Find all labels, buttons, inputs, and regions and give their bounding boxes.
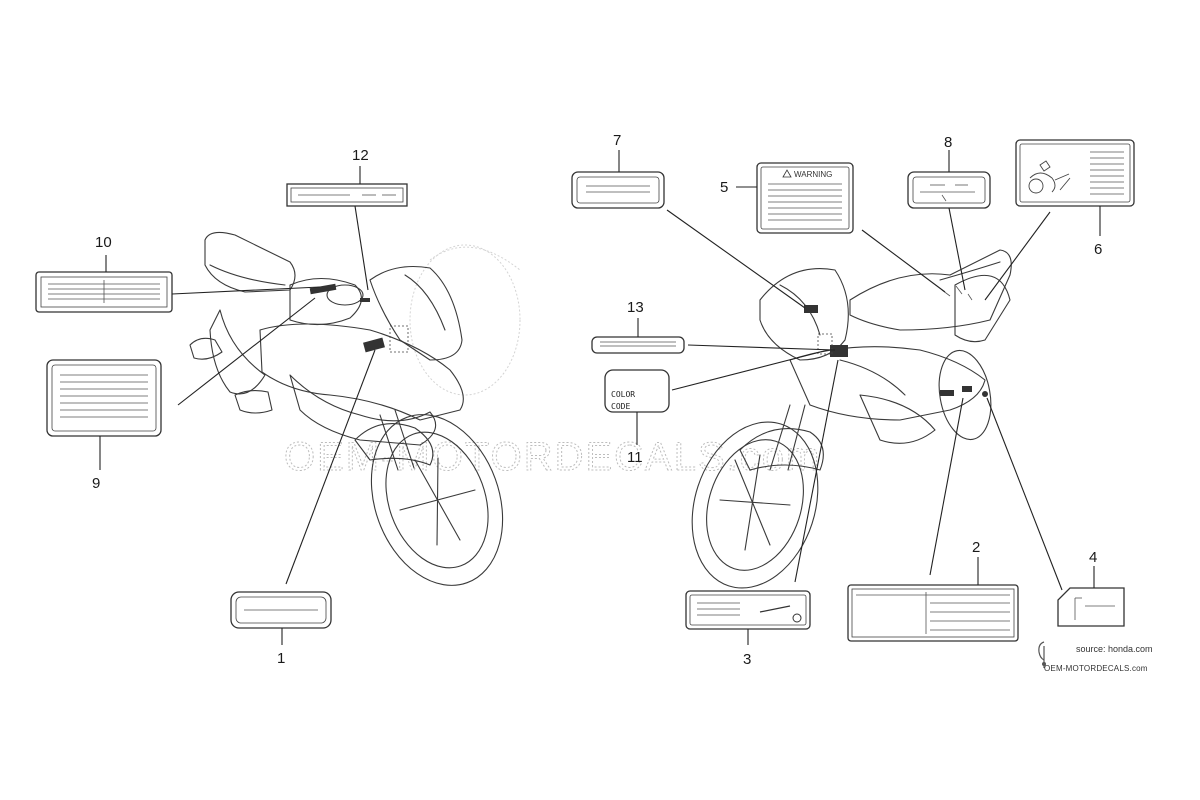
callout-12: 12 [352, 147, 369, 164]
decal-8 [907, 171, 991, 209]
decal-4 [1057, 587, 1125, 627]
callout-13: 13 [627, 299, 644, 316]
watermark: OEM-MOTORDECALS.com [284, 244, 821, 480]
warning-title: WARNING [794, 170, 832, 179]
decal-10 [35, 271, 173, 313]
decal-6 [1015, 139, 1135, 207]
color-code-line2: CODE [611, 402, 630, 411]
brand-logo-icon [1038, 641, 1046, 668]
source-text: source: honda.com [1076, 644, 1153, 654]
decal-5-warning: WARNING [756, 162, 854, 234]
callout-7: 7 [613, 132, 621, 149]
callout-6: 6 [1094, 241, 1102, 258]
callout-9: 9 [92, 475, 100, 492]
decal-3 [685, 590, 811, 630]
decal-12 [286, 183, 408, 207]
motorcycle-right-view [691, 249, 1012, 589]
callout-8: 8 [944, 134, 952, 151]
callout-11: 11 [627, 449, 643, 466]
watermark-text: OEM-MOTORDECALS.com [284, 435, 821, 479]
callout-10: 10 [95, 234, 112, 251]
motorcycle-left-view [189, 231, 504, 586]
callout-2: 2 [972, 539, 980, 556]
callout-4: 4 [1089, 549, 1097, 566]
decal-13 [591, 336, 685, 354]
callout-5: 5 [720, 179, 728, 196]
color-code-line1: COLOR [611, 390, 635, 399]
brand-text: OEM-MOTORDECALS.com [1044, 664, 1148, 673]
decal-2 [847, 584, 1019, 642]
decal-11-color-code: COLOR CODE [604, 369, 670, 413]
decal-9 [46, 359, 162, 437]
decal-1 [230, 591, 332, 629]
decal-7 [571, 171, 665, 209]
callout-3: 3 [743, 651, 751, 668]
callout-1: 1 [277, 650, 285, 667]
